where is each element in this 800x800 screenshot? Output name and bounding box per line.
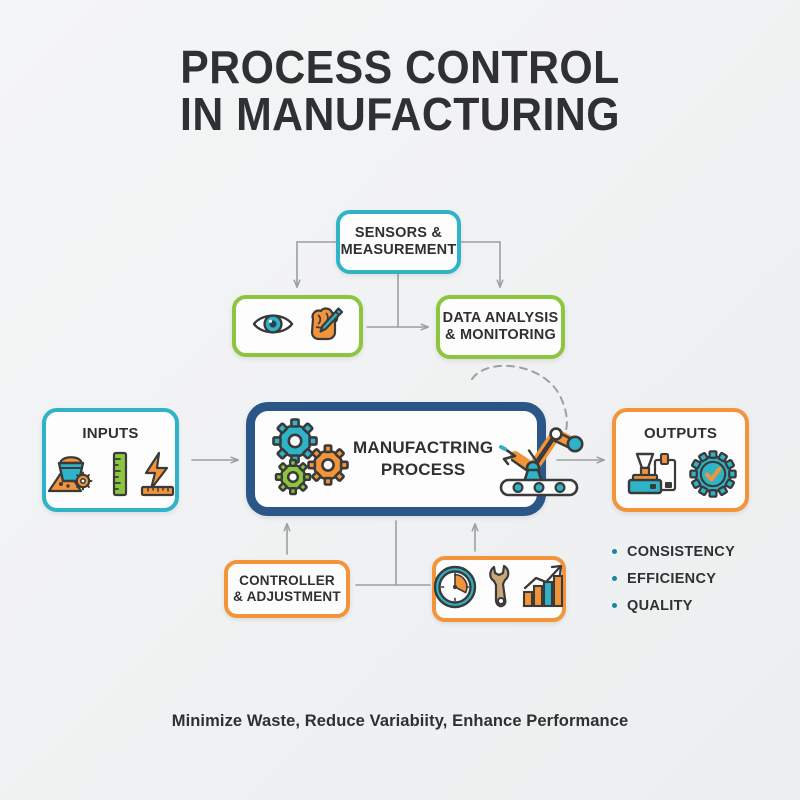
robot-arm-conveyor-icon <box>493 414 585 505</box>
clock-icon <box>432 564 478 615</box>
node-sensors-label: SENSORS & MEASUREMENT <box>340 224 457 258</box>
outputs-icon-row <box>625 445 737 508</box>
bar-chart-growth-icon <box>520 564 566 615</box>
wire-sensors-to-analysis <box>460 241 500 287</box>
page-title: PROCESS CONTROL IN MANUFACTURING <box>28 44 772 138</box>
node-metrics-icons[interactable] <box>432 556 566 622</box>
gears-icon <box>267 415 353 504</box>
metrics-icon-row <box>432 560 566 618</box>
node-inputs-label: INPUTS <box>82 425 139 442</box>
eye-icon <box>251 308 295 345</box>
node-data-analysis[interactable]: DATA ANALYSIS & MONITORING <box>436 295 565 359</box>
node-outputs-label: OUTPUTS <box>643 425 718 442</box>
benefit-label: EFFICIENCY <box>627 571 717 587</box>
bullet-dot-icon <box>612 603 617 608</box>
ruler-icon <box>109 451 131 502</box>
node-manufacturing-process[interactable]: MANUFACTRING PROCESS <box>246 402 584 516</box>
page-title-line-2: IN MANUFACTURING <box>180 87 620 140</box>
benefit-label: QUALITY <box>627 598 693 614</box>
node-observation-icons[interactable] <box>232 295 363 357</box>
stamping-press-icon <box>625 450 681 503</box>
quality-check-badge-icon <box>688 450 737 503</box>
node-controller-label: CONTROLLER & ADJUSTMENT <box>233 573 341 604</box>
hand-with-tool-icon <box>305 305 345 348</box>
bullet-dot-icon <box>612 576 617 581</box>
list-item: CONSISTENCY <box>612 544 782 560</box>
list-item: EFFICIENCY <box>612 571 782 587</box>
node-data-analysis-label: DATA ANALYSIS & MONITORING <box>442 309 559 343</box>
node-sensors-measurement[interactable]: SENSORS & MEASUREMENT <box>336 210 461 274</box>
benefits-items: CONSISTENCY EFFICIENCY QUALITY <box>612 544 782 614</box>
inputs-icon-row <box>47 445 175 508</box>
node-inputs[interactable]: INPUTS <box>42 408 179 512</box>
wrench-icon <box>486 564 512 615</box>
footer-tagline: Minimize Waste, Reduce Variabiity, Enhan… <box>171 712 629 730</box>
node-controller-adjustment[interactable]: CONTROLLER & ADJUSTMENT <box>224 560 350 618</box>
energy-bolt-icon <box>139 451 175 502</box>
benefits-list: CONSISTENCY EFFICIENCY QUALITY <box>612 544 782 625</box>
raw-materials-icon <box>47 451 101 502</box>
node-outputs[interactable]: OUTPUTS <box>612 408 749 512</box>
bullet-dot-icon <box>612 549 617 554</box>
benefit-label: CONSISTENCY <box>627 544 736 560</box>
wire-sensors-to-observation <box>297 241 337 287</box>
page-title-line-1: PROCESS CONTROL <box>180 41 620 93</box>
list-item: QUALITY <box>612 598 782 614</box>
node-process-label: MANUFACTRING PROCESS <box>353 438 494 479</box>
